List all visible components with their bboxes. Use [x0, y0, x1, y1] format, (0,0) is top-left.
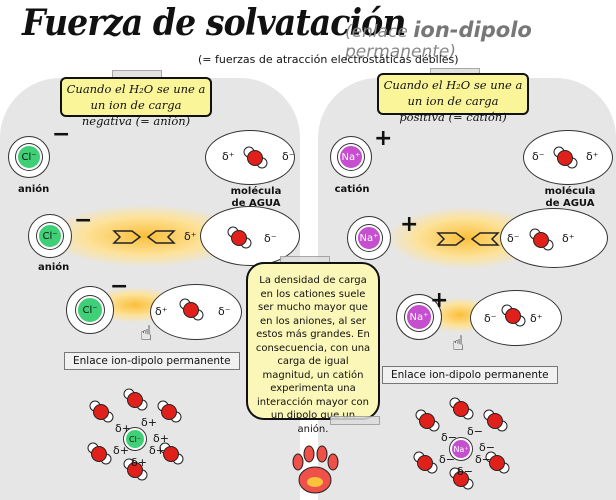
cluster-delta: δ− [475, 453, 491, 466]
water-molecule [122, 388, 148, 412]
chloride-ion: Cl⁻ [76, 296, 104, 324]
subtitle: (= fuerzas de atracción electrostáticas … [198, 53, 459, 66]
water-molecule [448, 397, 474, 421]
cluster-delta: δ+ [113, 444, 129, 457]
cluster-delta: δ+ [131, 456, 147, 469]
paw-logo [292, 445, 339, 494]
delta-minus: δ⁻ [282, 150, 295, 163]
cluster-delta: δ− [457, 465, 473, 478]
cluster-delta: δ+ [141, 416, 157, 429]
chloride-ion: Cl⁻ [37, 223, 63, 249]
positive-sign: + [400, 212, 419, 237]
info-note: La densidad de carga en los cationes sue… [246, 262, 380, 435]
delta-minus: δ⁻ [507, 232, 520, 245]
cluster-delta: δ+ [149, 444, 165, 457]
positive-sign: + [430, 288, 449, 313]
water-label: molécula de AGUA [230, 186, 282, 209]
water-molecule [122, 458, 148, 482]
delta-minus: δ⁻ [264, 232, 277, 245]
pointing-hand-icon: ☝ [452, 331, 465, 355]
cation-note: Cuando el H₂O se une a un ion de carga p… [377, 73, 529, 124]
positive-sign: + [374, 126, 393, 151]
sodium-ion: Na⁺ [356, 225, 382, 251]
cluster-delta: δ− [467, 425, 483, 438]
water-molecule [88, 400, 114, 424]
negative-sign: − [110, 274, 129, 299]
attraction-arrows-icon [436, 232, 500, 246]
water-molecule [528, 228, 554, 252]
delta-plus: δ⁺ [586, 150, 599, 163]
water-molecule [242, 146, 268, 170]
delta-plus: δ⁺ [184, 230, 197, 243]
negative-sign: − [74, 208, 93, 233]
water-molecule [158, 442, 184, 466]
water-molecule [482, 409, 508, 433]
water-molecule [484, 451, 510, 475]
water-molecule [156, 400, 182, 424]
water-molecule-bubble [500, 208, 608, 268]
anion-circle [8, 136, 50, 178]
delta-plus: δ⁺ [562, 232, 575, 245]
water-label: molécula de AGUA [544, 186, 596, 209]
tape [330, 416, 380, 425]
sodium-ion: Na⁺ [450, 438, 472, 460]
negative-sign: − [52, 122, 71, 147]
cation-circle [330, 136, 372, 178]
sodium-ion: Na⁺ [405, 303, 433, 331]
delta-plus: δ⁺ [222, 150, 235, 163]
water-molecule [414, 409, 440, 433]
delta-plus: δ⁺ [155, 305, 168, 318]
chloride-ion: Cl⁻ [124, 428, 146, 450]
anion-label: anión [18, 184, 50, 195]
delta-plus: δ⁺ [530, 312, 543, 325]
water-molecule [552, 146, 578, 170]
title-parenthetical: (enlace ion-dipolo permanente) [345, 18, 532, 62]
water-molecule [448, 467, 474, 491]
page-title: Fuerza de solvatación [22, 2, 406, 44]
anion-note: Cuando el H₂O se une a un ion de carga n… [60, 77, 212, 128]
cluster-delta: δ+ [153, 432, 169, 445]
attraction-arrows-icon [112, 230, 176, 244]
chloride-ion: Cl⁻ [16, 144, 42, 170]
cluster-delta: δ− [441, 431, 457, 444]
cluster-delta: δ+ [115, 422, 131, 435]
water-molecule [412, 451, 438, 475]
water-molecule [178, 298, 204, 322]
water-molecule [226, 226, 252, 250]
cluster-delta: δ− [439, 453, 455, 466]
anion-label: anión [38, 262, 70, 273]
water-molecule [500, 304, 526, 328]
cation-label: catión [334, 184, 370, 195]
delta-minus: δ⁻ [532, 150, 545, 163]
sodium-ion: Na⁺ [338, 144, 364, 170]
water-molecule [86, 442, 112, 466]
cluster-delta: δ− [479, 441, 495, 454]
delta-minus: δ⁻ [218, 305, 231, 318]
pointing-hand-icon: ☝ [140, 321, 153, 345]
link-label: Enlace ion-dipolo permanente [382, 366, 558, 384]
delta-minus: δ⁻ [484, 312, 497, 325]
link-label: Enlace ion-dipolo permanente [64, 352, 240, 370]
